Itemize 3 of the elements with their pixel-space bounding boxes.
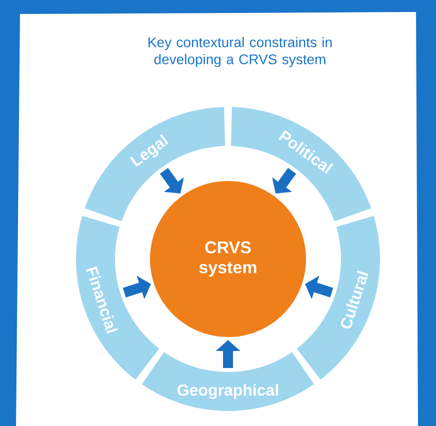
ring-segment: Geographical (142, 352, 314, 411)
arrow (160, 168, 184, 194)
title: Key contextural constraints in developing a CRVS system (148, 36, 332, 68)
